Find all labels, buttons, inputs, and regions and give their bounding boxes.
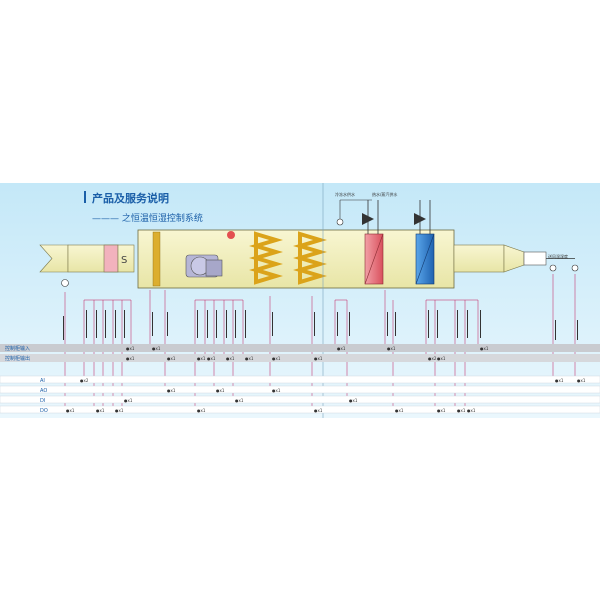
qty-ctrl-out-1: ●x1 [126,356,135,361]
ai-label: AI [40,378,45,384]
qty-do-2: ●x1 [96,408,105,413]
ctrl-input-band [0,344,600,352]
page-title: 产品及服务说明 [92,191,169,205]
qty-do-3: ●x1 [115,408,124,413]
qty-do-9: ●x1 [467,408,476,413]
hot-water-label: 热水/蒸汽供水 [372,191,397,197]
title-marker [84,191,86,203]
ao-band [0,385,600,394]
primary-filter [152,231,161,287]
ahu-body [137,229,455,289]
qty-do-8: ●x1 [457,408,466,413]
ctrl-input-label: 控制柜输入 [5,345,30,352]
page-subtitle: ——— 之恒温恒湿控制系统 [92,212,203,224]
qty-ao-3: ●x1 [272,388,281,393]
outlet-unit [523,251,547,266]
white-lower-area [0,418,600,600]
qty-do-5: ●x1 [314,408,323,413]
qty-ctrl-out-5: ●x1 [226,356,235,361]
bag-filter-2 [293,231,327,285]
di-label: DI [40,398,45,404]
inlet-heater-icon: S [121,255,127,266]
qty-ctrl-out-6: ●x1 [245,356,254,361]
alarm-lamp-icon [227,231,235,239]
qty-ai-2: ●x1 [555,378,564,383]
valve-actuator-icon [336,218,344,226]
outlet-sensor-2-icon [571,264,579,272]
inlet-temp-sensor-icon [61,279,69,287]
hot-valve-icon [414,213,426,225]
qty-ctrl-out-8: ●x1 [314,356,323,361]
qty-di-2: ●x1 [235,398,244,403]
qty-do-7: ●x1 [437,408,446,413]
ai-band [0,375,600,384]
qty-ctrl-out-9: ●x2 [428,356,437,361]
qty-di-1: ●x1 [124,398,133,403]
qty-ctrl-in-3: ●x1 [337,346,346,351]
ctrl-output-band [0,354,600,362]
ao-label: AO [40,388,47,394]
inlet-damper-block [103,244,119,273]
inlet-heater-block [117,244,135,273]
qty-di-3: ●x1 [349,398,358,403]
supply-air-label: 送风温湿度 [548,253,568,259]
do-band [0,405,600,414]
inlet-duct [39,244,69,273]
qty-ctrl-out-3: ●x1 [197,356,206,361]
supply-fan-icon [185,254,223,278]
qty-ctrl-out-4: ●x1 [207,356,216,361]
sensor-name-ticks [63,310,578,340]
chilled-valve-icon [362,213,374,225]
di-band [0,395,600,404]
qty-ctrl-in-5: ●x1 [480,346,489,351]
do-label: DO [40,408,48,414]
qty-ao-1: ●x1 [167,388,176,393]
qty-ctrl-in-2: ●x1 [152,346,161,351]
qty-ai-3: ●x1 [577,378,586,383]
qty-ctrl-in-4: ●x1 [387,346,396,351]
qty-do-4: ●x1 [197,408,206,413]
outlet-sensor-1-icon [549,264,557,272]
qty-ctrl-out-2: ●x1 [167,356,176,361]
qty-do-6: ●x1 [395,408,404,413]
qty-ctrl-out-10: ●x1 [437,356,446,361]
qty-ao-2: ●x1 [216,388,225,393]
qty-ai-1: ●x2 [80,378,89,383]
chilled-water-label: 冷冻水供水 [335,191,355,197]
ahu-body-right [453,244,505,273]
qty-ctrl-in-1: ●x1 [126,346,135,351]
qty-ctrl-out-7: ●x1 [272,356,281,361]
ctrl-output-label: 控制柜输出 [5,355,30,362]
qty-do-1: ●x1 [66,408,75,413]
quantity-markers: ●x1 ●x1 ●x1 ●x1 ●x1 ●x1 ●x1 ●x1 ●x1 ●x1 … [66,346,586,413]
bag-filter-1 [249,231,283,285]
